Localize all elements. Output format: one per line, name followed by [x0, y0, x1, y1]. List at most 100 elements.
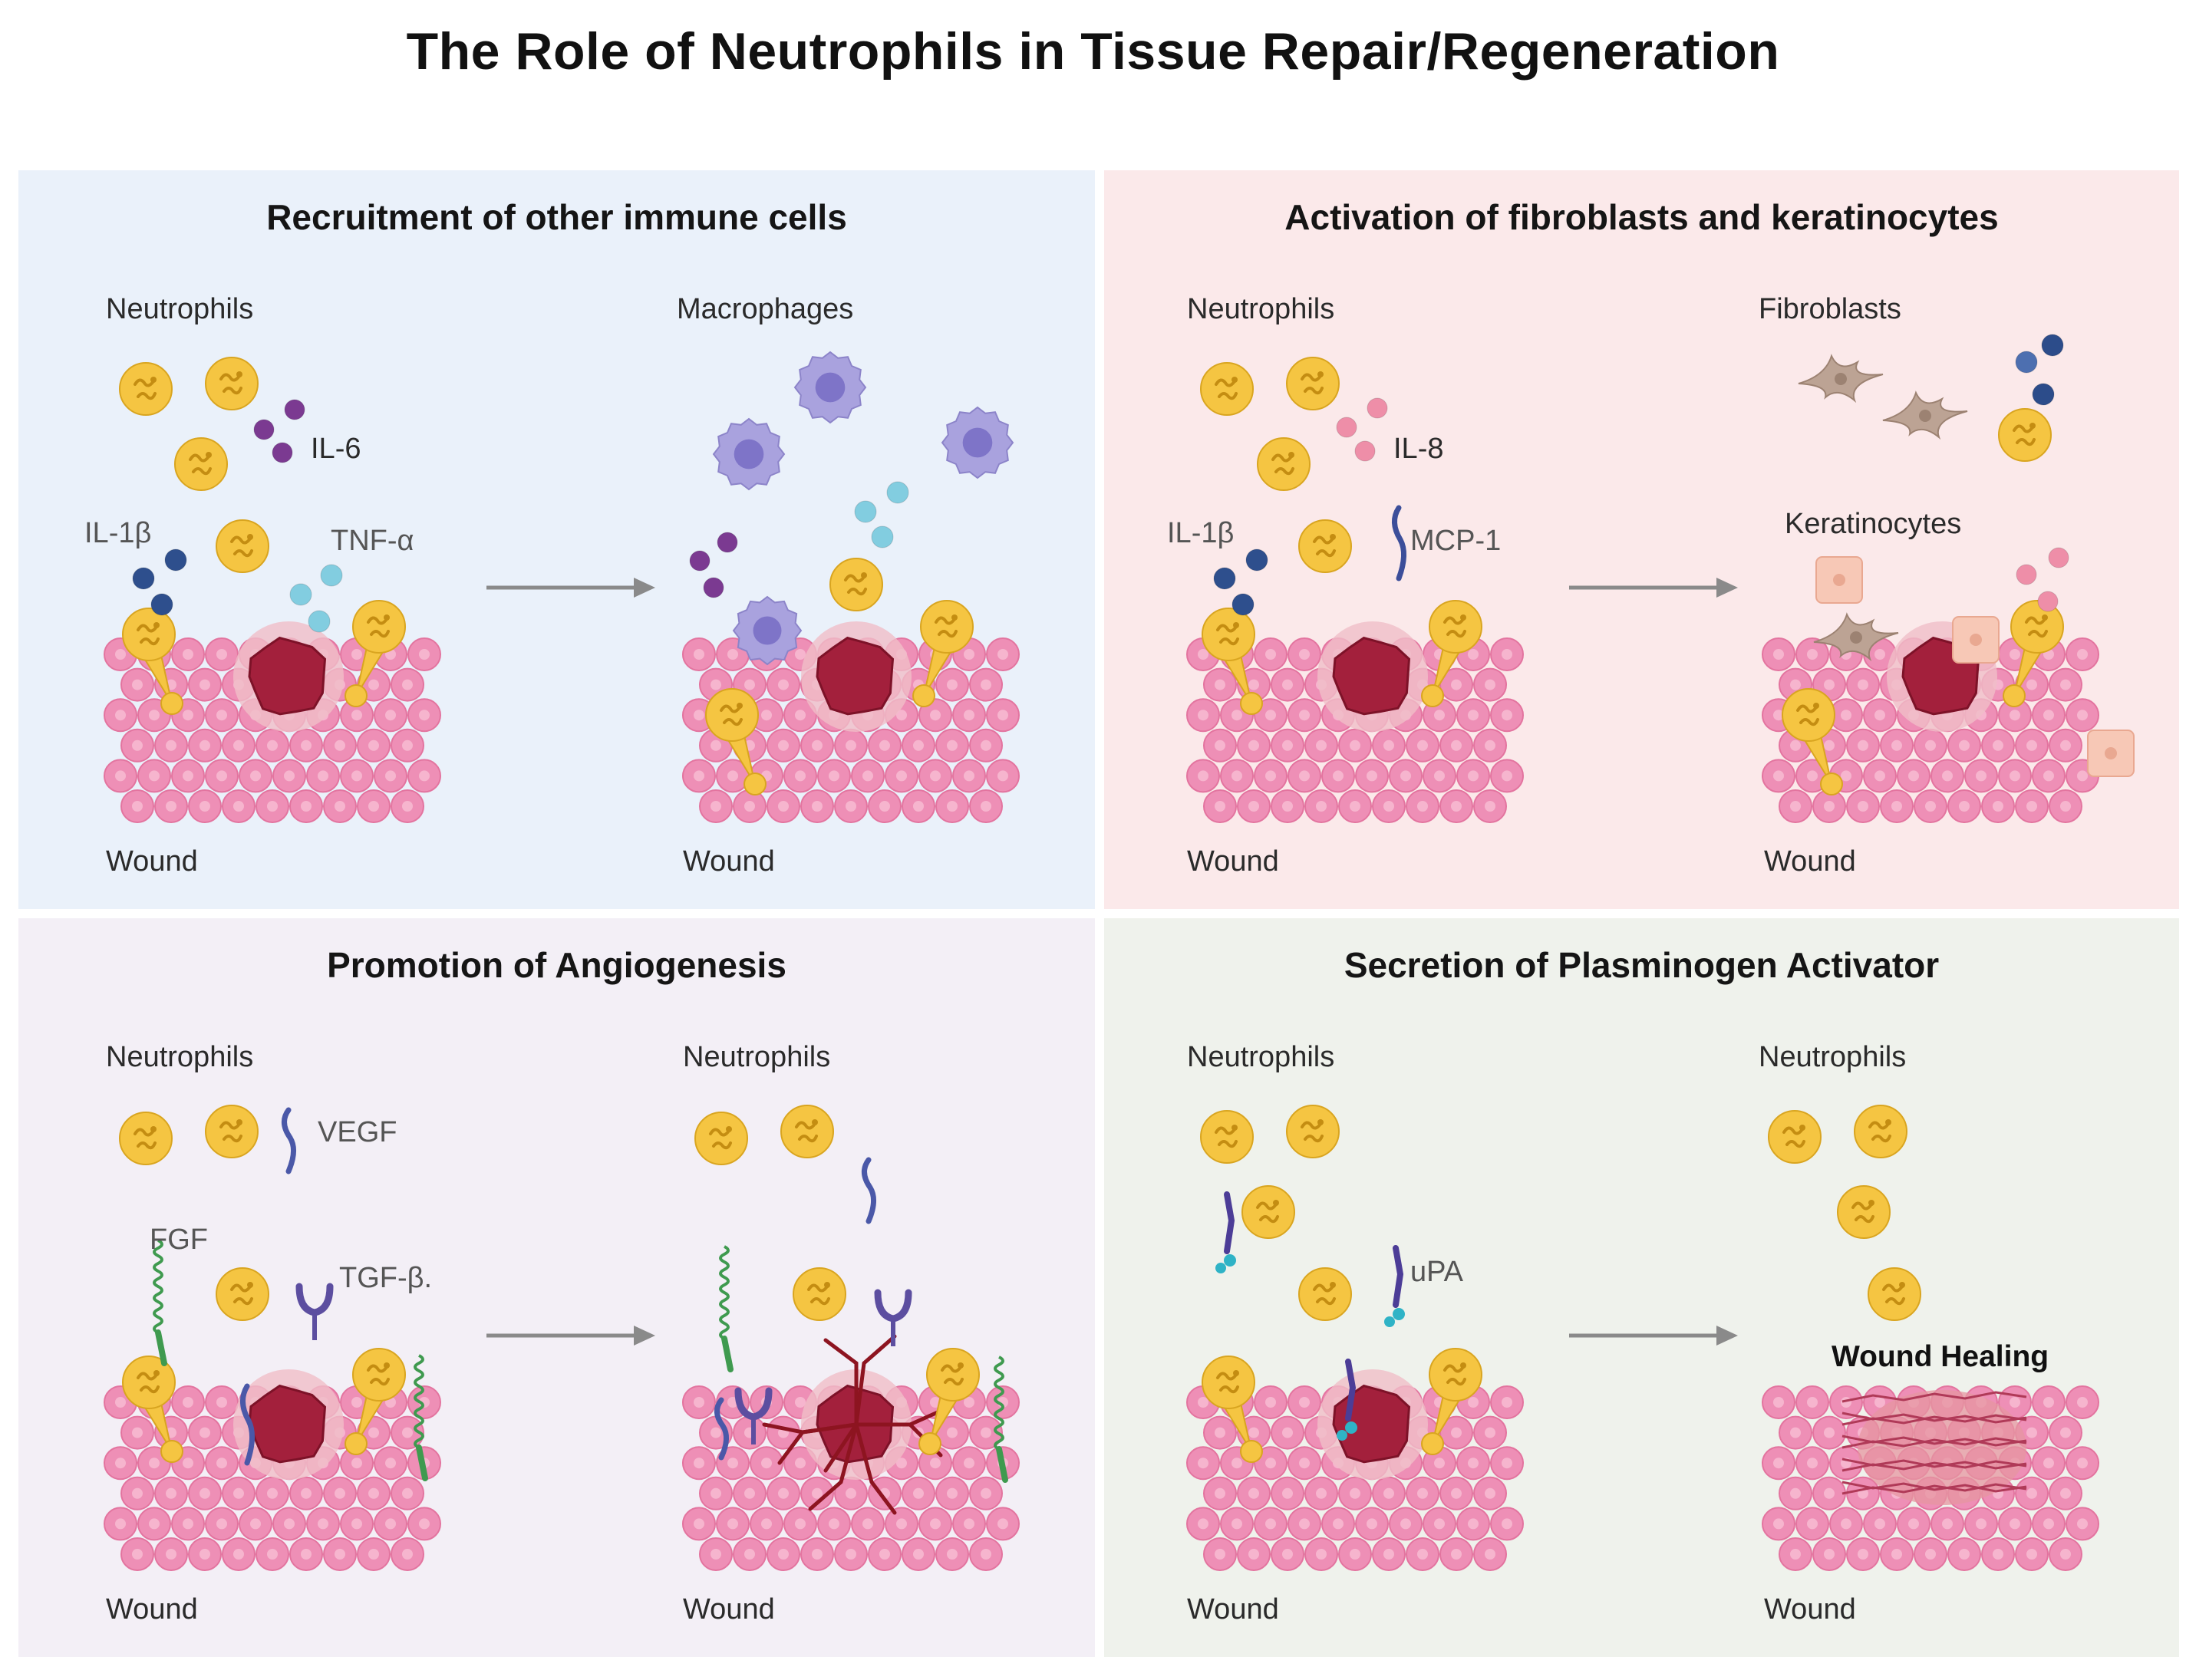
migrating-neutrophil [345, 640, 391, 707]
macrophage-cell [712, 417, 786, 491]
healing-fiber [1841, 1460, 2027, 1472]
cytokine-dot [871, 525, 894, 548]
neutrophil-cell [1202, 1356, 1255, 1409]
migrating-neutrophil [918, 1388, 965, 1455]
migrating-neutrophil [720, 728, 767, 796]
blood-vessel [823, 1422, 859, 1473]
left-cell-label: Neutrophils [106, 1041, 254, 1073]
il6-label: IL-6 [311, 433, 361, 465]
neutrophil-cell [1768, 1110, 1822, 1164]
wound-label-left: Wound [1187, 1593, 1279, 1626]
cytokine-dot [2048, 547, 2069, 568]
tissue-block [104, 637, 441, 823]
neutrophil-cell [352, 1348, 406, 1402]
panel-plasminogen: Secretion of Plasminogen Activator Neutr… [1104, 918, 2179, 1657]
fgf-molecule [994, 1356, 1004, 1451]
blood-vessel [854, 1334, 897, 1427]
right-cell-label: Neutrophils [683, 1041, 831, 1073]
cytokine-dot [2041, 334, 2064, 357]
tgfb-molecule [874, 1289, 912, 1323]
neutrophil-cell [122, 608, 176, 661]
cytokine-dot [150, 593, 173, 616]
migrating-neutrophil [1216, 1395, 1263, 1463]
neutrophil-cell [205, 357, 259, 410]
healing-fiber [1841, 1437, 2027, 1449]
migrating-neutrophil [1796, 728, 1843, 796]
main-title: The Role of Neutrophils in Tissue Repair… [406, 22, 1780, 81]
fgf-stem [721, 1336, 734, 1372]
neutrophil-cell [1429, 1348, 1482, 1402]
neutrophil-cell [705, 688, 759, 742]
protein-chain [240, 1383, 255, 1466]
neutrophil-cell [1429, 600, 1482, 654]
neutrophil-cell [829, 558, 883, 611]
wound-label-right: Wound [683, 1593, 775, 1626]
cytokine-dot [886, 481, 909, 504]
tissue-block [1186, 637, 1524, 823]
upa-domain [1345, 1421, 1357, 1434]
cytokine-dot [308, 610, 331, 633]
macrophage-cell [793, 351, 867, 424]
healing-fiber [1841, 1483, 2027, 1495]
fgf-stem [416, 1444, 428, 1481]
cytokine-dot [689, 550, 711, 572]
scene-plasminogen [1186, 1105, 2099, 1571]
neutrophil-cell [122, 1356, 176, 1409]
left-cell-label: Neutrophils [1187, 293, 1335, 325]
cytokine-dot [284, 399, 305, 420]
cytokine-dot [1231, 593, 1255, 616]
scene-recruitment [104, 351, 1020, 823]
scene-activation [1186, 334, 2135, 823]
fgf-stem [996, 1446, 1008, 1483]
neutrophil-cell [694, 1112, 748, 1165]
fgf-molecule [153, 1239, 163, 1334]
blood-vessel [854, 1422, 897, 1515]
neutrophil-cell [1202, 608, 1255, 661]
neutrophil-cell [352, 600, 406, 654]
il1b-label: IL-1β [1167, 517, 1235, 549]
cytokine-dot [2032, 383, 2055, 406]
arrow-head [1716, 1326, 1738, 1346]
arrow-head [1716, 578, 1738, 598]
neutrophil-cell [1298, 519, 1352, 573]
wound-healing-label: Wound Healing [1832, 1340, 2049, 1373]
tgfb-molecule [295, 1283, 334, 1316]
left-cell-label: Neutrophils [1187, 1041, 1335, 1073]
wound-label-right: Wound [1764, 845, 1856, 878]
migrating-neutrophil [345, 1388, 391, 1455]
cytokine-dot [253, 419, 275, 440]
neutrophil-cell [1241, 1185, 1295, 1239]
neutrophil-cell [1854, 1105, 1907, 1158]
cytokine-dot [2016, 564, 2037, 585]
neutrophil-cell [1257, 437, 1311, 491]
wound-label-right: Wound [1764, 1593, 1856, 1626]
healing-fiber [1841, 1414, 2027, 1426]
cytokine-dot [289, 583, 312, 606]
neutrophil-cell [1868, 1267, 1921, 1321]
neutrophil-cell [1837, 1185, 1891, 1239]
scene-angiogenesis [104, 1105, 1020, 1571]
cytokine-dot [132, 567, 155, 590]
neutrophil-cell [1200, 362, 1254, 416]
neutrophil-cell [793, 1267, 846, 1321]
neutrophil-cell [780, 1105, 834, 1158]
cytokine-dot [1245, 548, 1268, 572]
neutrophil-cell [1286, 1105, 1340, 1158]
neutrophil-cell [1998, 408, 2052, 462]
cytokine-dot [703, 577, 724, 598]
wound-label-left: Wound [106, 845, 198, 878]
panel-title: Recruitment of other immune cells [266, 197, 847, 237]
fgf-molecule [414, 1354, 424, 1449]
wound-label-left: Wound [106, 1593, 198, 1626]
cytokine-dot [1336, 417, 1357, 438]
neutrophil-cell [216, 519, 269, 573]
wound [248, 636, 327, 716]
wound-label-left: Wound [1187, 845, 1279, 878]
upa-domain [1393, 1308, 1405, 1320]
tgfb-label: TGF-β. [339, 1262, 433, 1294]
neutrophil-cell [216, 1267, 269, 1321]
keratinocyte-nucleus [1833, 574, 1845, 586]
right-cell-label: Macrophages [677, 293, 854, 325]
blood-vessel [777, 1422, 859, 1465]
panel-angiogenesis: Promotion of Angiogenesis Neutrophils Ne… [18, 918, 1095, 1657]
